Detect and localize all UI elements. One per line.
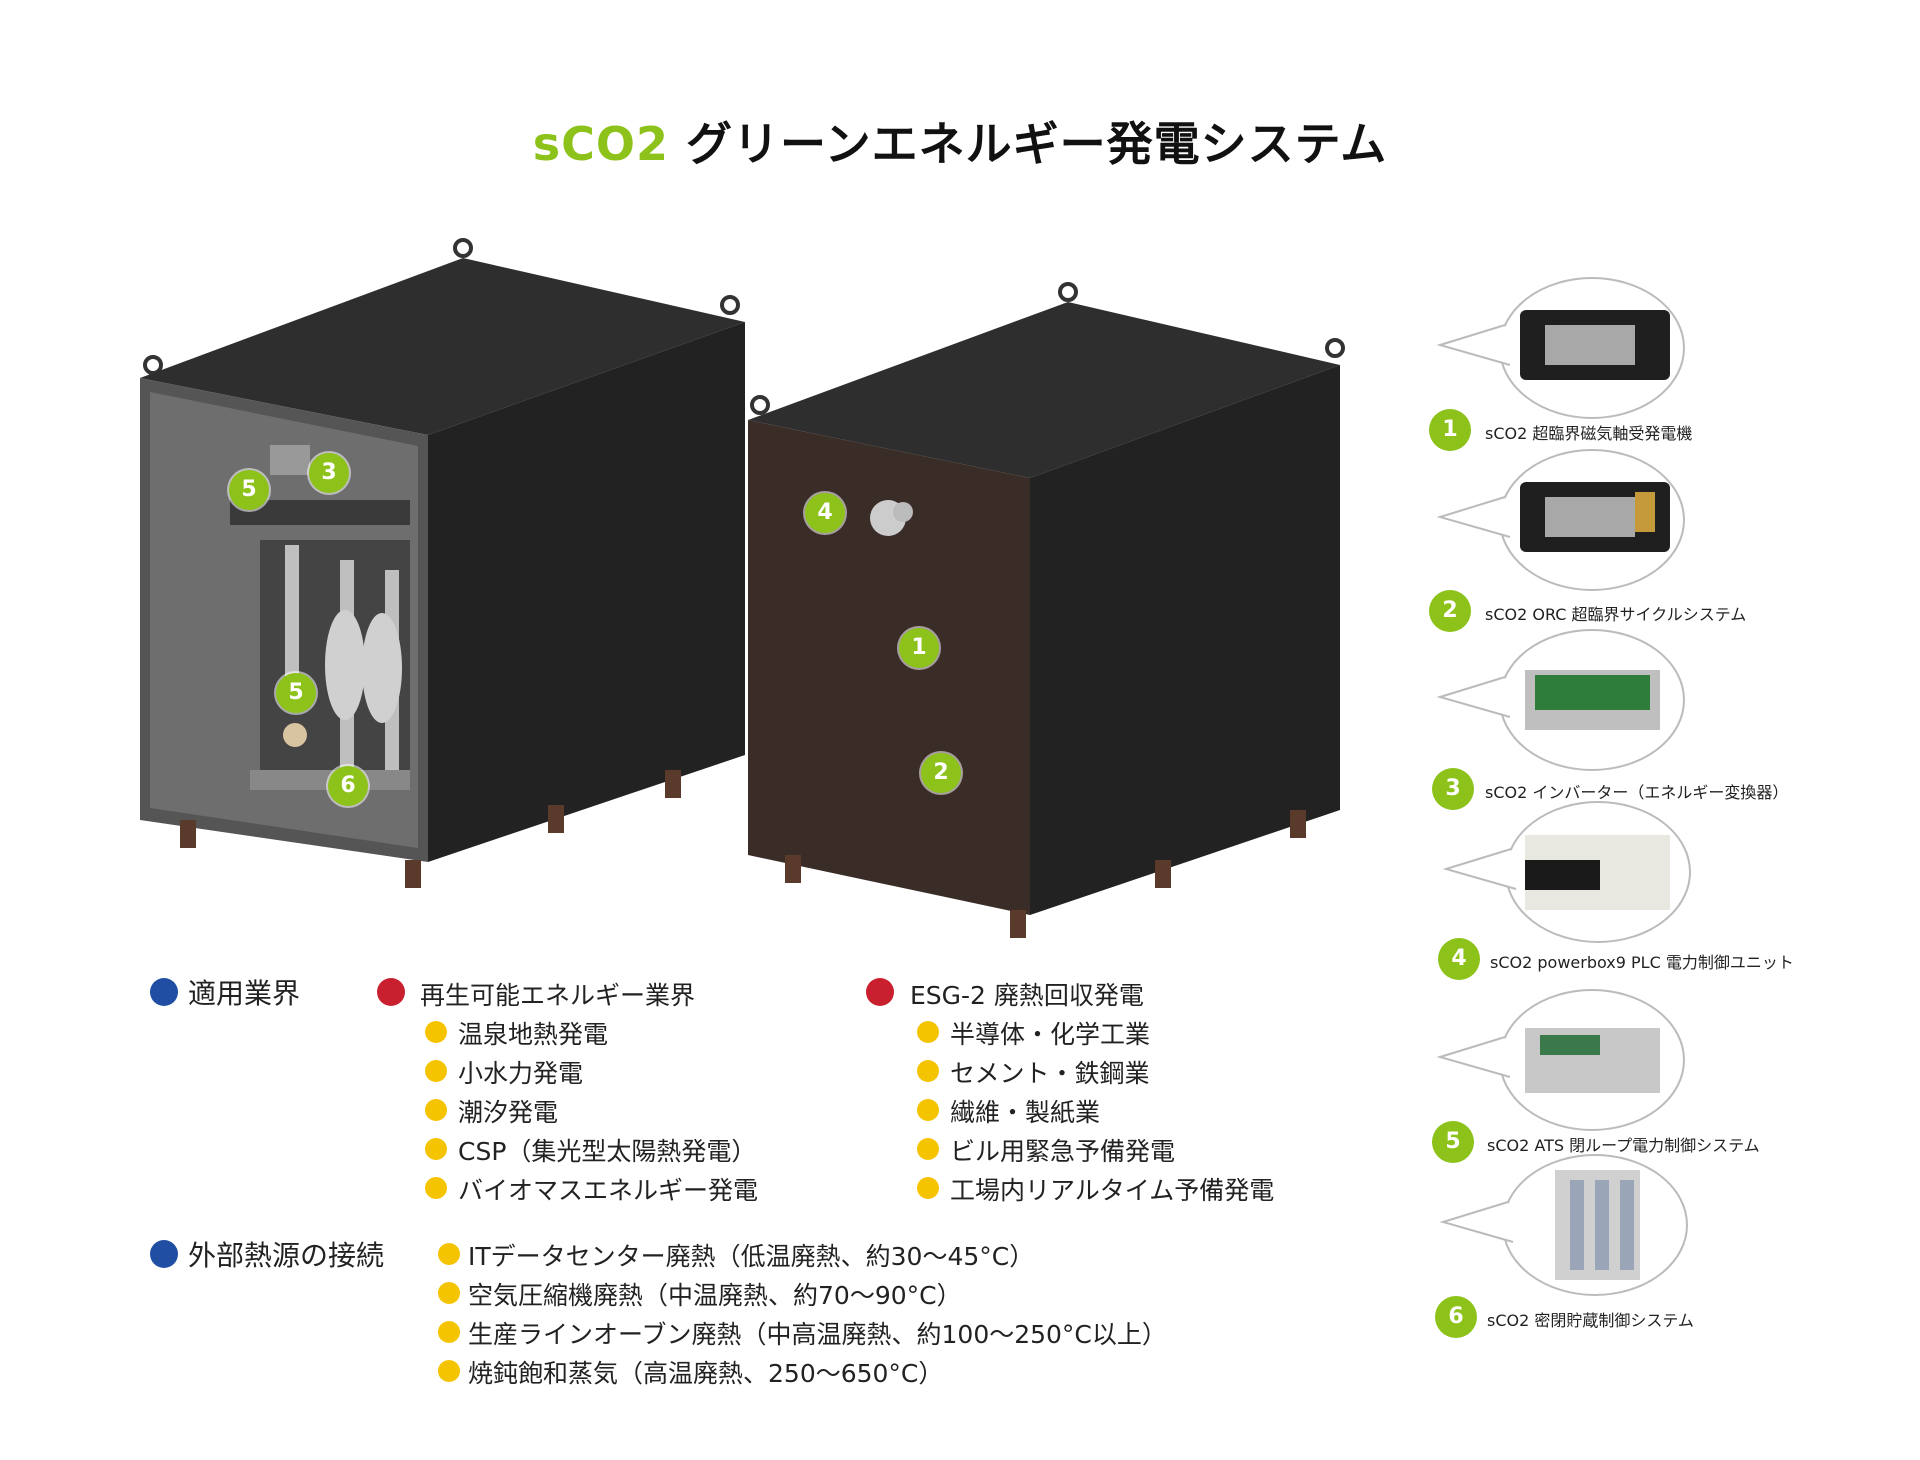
esg-heading: ESG-2 廃熱回収発電 xyxy=(910,981,1144,1010)
esg-item-dot xyxy=(917,1138,939,1160)
renewable-item: 小水力発電 xyxy=(458,1059,584,1088)
renewable-item-dot xyxy=(425,1021,447,1043)
badge-right-b: 1 xyxy=(899,628,939,668)
callout-2 xyxy=(1436,449,1685,591)
component-label-1: sCO2 超臨界磁気軸受発電機 xyxy=(1485,424,1693,443)
renewable-bullet xyxy=(377,978,405,1006)
badge-left-d: 6 xyxy=(328,766,368,806)
heat-source-item: 生産ラインオーブン廃熱（中高温廃熱、約100〜250°C以上） xyxy=(468,1320,1167,1349)
component-badge-4: 4 xyxy=(1438,938,1480,980)
heat-source-dot xyxy=(438,1243,460,1265)
badge-left-b: 3 xyxy=(309,453,349,493)
heat-source-dot xyxy=(438,1360,460,1382)
component-badge-6: 6 xyxy=(1435,1296,1477,1338)
renewable-item: バイオマスエネルギー発電 xyxy=(458,1176,759,1205)
heat-source-item: 焼鈍飽和蒸気（高温廃熱、250〜650°C） xyxy=(468,1359,944,1388)
esg-bullet xyxy=(866,978,894,1006)
component-label-5: sCO2 ATS 閉ループ電力制御システム xyxy=(1487,1136,1760,1155)
renewable-item-dot xyxy=(425,1177,447,1199)
renewable-item: 温泉地熱発電 xyxy=(458,1020,609,1049)
cabinet-illustrations xyxy=(140,238,1345,938)
industries-bullet xyxy=(150,978,178,1006)
heat-source-item: 空気圧縮機廃熱（中温廃熱、約70〜90°C） xyxy=(468,1281,962,1310)
callout-3 xyxy=(1436,629,1685,771)
esg-item: 工場内リアルタイム予備発電 xyxy=(950,1176,1275,1205)
renewable-item-dot xyxy=(425,1099,447,1121)
heat-source-dot xyxy=(438,1321,460,1343)
callout-6 xyxy=(1439,1154,1688,1296)
renewable-item: 潮汐発電 xyxy=(458,1098,559,1127)
renewable-item-dot xyxy=(425,1138,447,1160)
badge-right-c: 2 xyxy=(921,753,961,793)
callout-5 xyxy=(1436,989,1685,1131)
page-title: sCO2 グリーンエネルギー発電システム xyxy=(0,108,1920,174)
esg-item-dot xyxy=(917,1021,939,1043)
component-badge-2: 2 xyxy=(1429,590,1471,632)
industries-heading: 適用業界 xyxy=(188,977,301,1010)
title-accent: sCO2 xyxy=(532,117,669,171)
component-callouts xyxy=(1436,277,1691,1296)
component-badge-3: 3 xyxy=(1432,768,1474,810)
renewable-item-dot xyxy=(425,1060,447,1082)
heat-sources-bullet xyxy=(150,1240,178,1268)
component-label-4: sCO2 powerbox9 PLC 電力制御ユニット xyxy=(1490,953,1794,972)
renewable-heading: 再生可能エネルギー業界 xyxy=(420,981,696,1010)
esg-item: セメント・鉄鋼業 xyxy=(950,1059,1150,1088)
badge-left-c: 5 xyxy=(276,673,316,713)
badge-left-a: 5 xyxy=(229,470,269,510)
component-badge-5: 5 xyxy=(1432,1121,1474,1163)
esg-item-dot xyxy=(917,1060,939,1082)
esg-item: 半導体・化学工業 xyxy=(950,1020,1151,1049)
renewable-item: CSP（集光型太陽熱発電） xyxy=(458,1137,757,1166)
esg-item-dot xyxy=(917,1099,939,1121)
title-text: グリーンエネルギー発電システム xyxy=(685,117,1388,171)
heat-source-dot xyxy=(438,1282,460,1304)
component-badge-1: 1 xyxy=(1429,409,1471,451)
heat-sources-heading: 外部熱源の接続 xyxy=(188,1239,385,1272)
esg-item-dot xyxy=(917,1177,939,1199)
callout-4 xyxy=(1442,801,1691,943)
esg-item: ビル用緊急予備発電 xyxy=(950,1137,1176,1166)
cabinet-left xyxy=(140,238,745,888)
cabinet-right xyxy=(748,282,1345,938)
heat-source-item: ITデータセンター廃熱（低温廃熱、約30〜45°C） xyxy=(468,1242,1035,1271)
badge-right-a: 4 xyxy=(805,493,845,533)
component-label-6: sCO2 密閉貯蔵制御システム xyxy=(1487,1311,1694,1330)
esg-item: 繊維・製紙業 xyxy=(950,1098,1101,1127)
component-label-2: sCO2 ORC 超臨界サイクルシステム xyxy=(1485,605,1747,624)
callout-1 xyxy=(1436,277,1685,419)
component-label-3: sCO2 インバーター（エネルギー変換器） xyxy=(1485,783,1789,802)
